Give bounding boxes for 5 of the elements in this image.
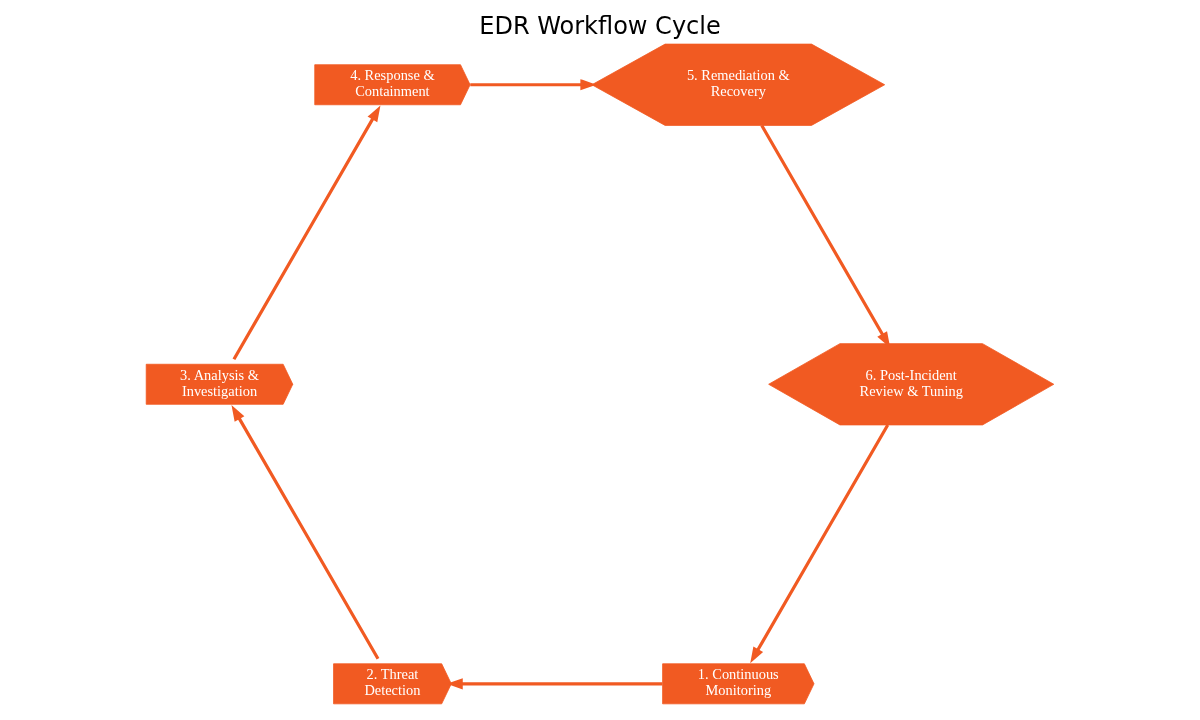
arrow [750,424,890,664]
arrow [231,405,380,660]
diagram-title: EDR Workflow Cycle [479,11,721,40]
arrow [232,105,381,361]
arrow [470,79,597,91]
